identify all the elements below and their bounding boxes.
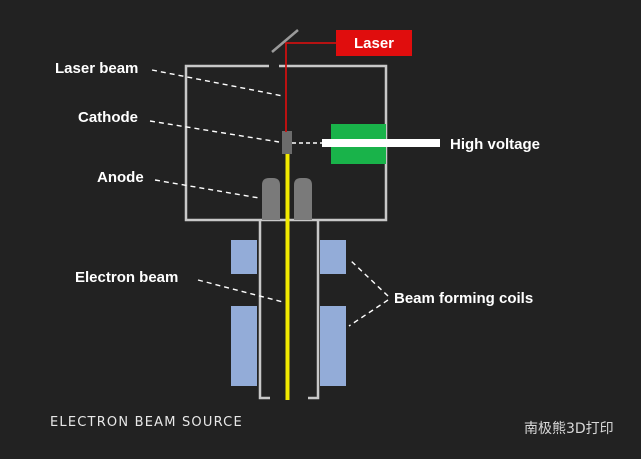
leader-cathode [149,120,280,143]
anode-right [294,178,312,220]
electron-beam [285,153,290,400]
laser-beam-label: Laser beam [55,60,138,77]
beam-column-left-wall [258,220,270,400]
diagram-caption: ELECTRON BEAM SOURCE [50,415,243,430]
leader-electron-beam [197,279,284,303]
laser-beam [285,42,336,132]
beam-column-right-wall [308,220,320,400]
laser-box [336,30,412,56]
coil-right-lower [320,306,346,386]
leader-coils-lower [348,299,389,327]
laser-label: Laser [354,35,394,52]
high-voltage-label: High voltage [450,136,540,153]
anode-left [262,178,280,220]
leader-lines [149,69,389,327]
beam-forming-coils-label: Beam forming coils [394,290,533,307]
coil-left-upper [231,240,257,274]
coil-right-upper [320,240,346,274]
cathode-label: Cathode [78,109,138,126]
cathode [282,131,292,154]
watermark-text: 南极熊3D打印 [524,420,614,437]
leader-laser-beam [151,69,284,97]
anode-label: Anode [97,169,144,186]
electron-beam-label: Electron beam [75,269,178,286]
coil-left-lower [231,306,257,386]
high-voltage-lead [322,139,440,147]
mirror [271,29,299,53]
